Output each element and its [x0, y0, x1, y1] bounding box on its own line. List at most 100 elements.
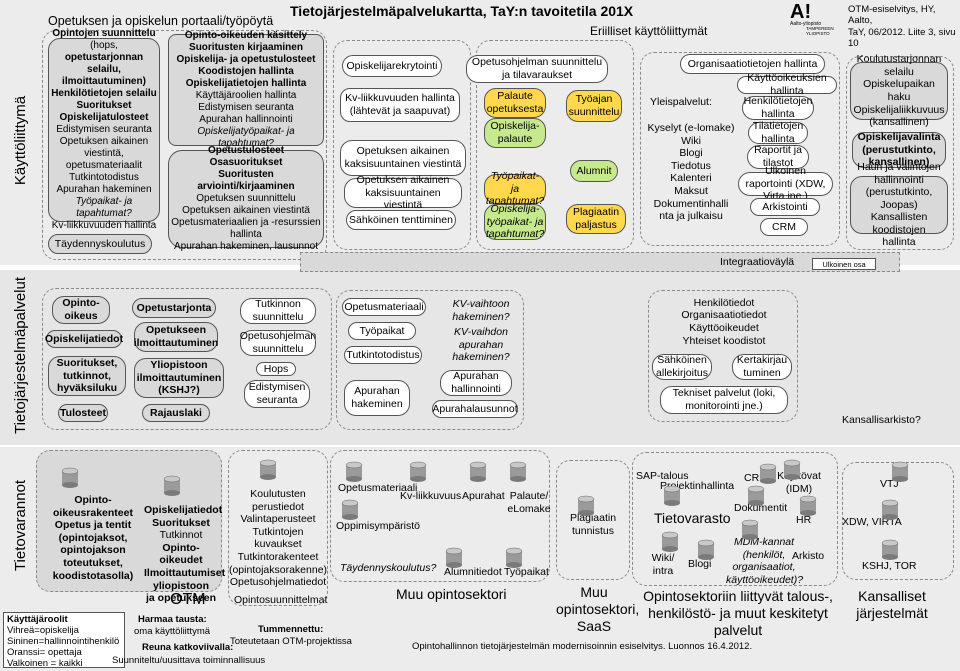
kv-hallinta-box: Kv-liikkuvuuden hallinta (lähtevät ja sa… — [340, 88, 460, 122]
band-label-ui: Käyttöliittymä — [12, 95, 30, 185]
teacher-line-0: Opetustulosteet — [207, 145, 285, 156]
admin-line-3: Koodistojen hallinta — [198, 66, 294, 77]
sahkoinen-allekirjoitus-box: Sähköinen allekirjoitus — [652, 354, 712, 380]
wiki-res: Wiki/ intra — [651, 552, 675, 577]
kansallisarkisto-text: Kansallisarkisto? — [842, 414, 921, 426]
tekniset-box: Tekniset palvelut (loki, monitorointi jn… — [660, 386, 788, 414]
opetusohjelman-box: Opetusohjelman suunnittelu ja tilavarauk… — [466, 55, 608, 83]
student-portal-line-13: Apurahan hakeminen — [56, 184, 152, 195]
legend-reuna-desc: Suunniteltu/uusittava toiminnallisuus — [112, 655, 266, 666]
aalto-logo-mark: A! — [790, 1, 812, 23]
otm-list1-line-5: koodistotasolla) — [52, 569, 134, 582]
taydennyskoulutus-res: Täydennyskoulutus? — [340, 562, 437, 574]
student-portal-line-7: Opiskelijatulosteet — [59, 112, 149, 123]
tyopaikat-svc-box: Työpaikat — [348, 322, 416, 340]
student-portal-line-3: selailu, — [87, 64, 121, 75]
tilatietojen-box: Tilatietojen hallinta — [748, 120, 808, 145]
footer-text: Opintohallinnon tietojärjestelmän modern… — [412, 641, 753, 652]
haun-line-2: (perustutkinto, Joopas) — [865, 186, 933, 211]
alumnit-box: Alumnit — [570, 160, 618, 182]
teacher-line-5: Opetusmateriaalien ja -resurssien — [171, 217, 321, 228]
kayttovat-res: Käyttövat (IDM) — [777, 470, 821, 495]
sahkoinen-tentti-box: Sähköinen tenttiminen — [346, 210, 456, 230]
legend-tummennettu-desc: Toteutetaan OTM-projektissa — [230, 636, 352, 647]
subtitle: Eriilliset käyttöliittymät — [590, 24, 708, 38]
kertakirjautuminen-box: Kertakirjau tuminen — [732, 354, 792, 380]
opsu-line-4: (opintojaksorakenne) — [228, 563, 328, 576]
rajauslaki-box: Rajauslaki — [142, 404, 210, 422]
haun-line-4: hallinta — [882, 236, 916, 249]
tyopaikat-ui-box: Työpaikat- ja tapahtumat? — [484, 170, 546, 208]
otm-list1-line-3: opintojakson — [60, 544, 126, 557]
student-portal-line-11: opetusmateriaalit — [65, 160, 143, 171]
legend-role-line-3: Valkoinen = kaikki — [7, 658, 83, 669]
student-portal-line-14: Työpaikat- ja tapahtumat? — [75, 196, 133, 219]
legend-harmaa-desc: oma käyttöliittymä — [134, 626, 211, 637]
teacher-line-1: Osasuoritukset — [209, 157, 283, 168]
legend-roles-title: Käyttäjäroolit — [7, 614, 68, 625]
plagiaatin-box: Plagiaatin paljastus — [566, 204, 626, 234]
kansalliset-label: Kansalliset järjestelmät — [856, 588, 928, 621]
kaksisuuntainen-box: Opetuksen aikainen kaksisuuntainen viest… — [344, 174, 462, 211]
yleispalvelu-item-2: Blogi — [679, 147, 703, 160]
haun-line-1: hallinnointi — [874, 173, 924, 186]
raportit-box: Raportit ja tilastot — [747, 144, 809, 169]
opiskelijavalinta-box: Opiskelijavalinta (perustutkinto, kansal… — [852, 131, 946, 168]
teacher-line-3: Opetuksen suunnittelu — [196, 193, 296, 204]
teacher-line-4: Opetuksen aikainen viestintä — [182, 205, 310, 216]
koulutus-line-3: Opiskelijaliikkuvuus — [853, 103, 945, 116]
opetusmateriaali-res: Opetusmateriaali — [338, 482, 418, 494]
kv-vaihtoon-text: KV-vaihtoon hakeminen? — [452, 298, 510, 323]
apurahan-hallinnointi-box: Apurahan hallinnointi — [440, 370, 512, 396]
oppimisymparisto-res: Oppimisympäristö — [336, 520, 421, 532]
teacher-line-6: hallinta — [230, 229, 262, 240]
ui-group-2 — [333, 40, 471, 250]
admin-line-0: Opinto-oikeuden käsittely — [184, 30, 308, 41]
opetuksen-viestinta-box: Opetuksen aikainen kaksisuuntainen viest… — [340, 140, 466, 176]
opsu-line-0: Koulutusten perustiedot — [250, 488, 306, 513]
student-portal-line-0: Opintojen suunnittelu — [52, 28, 156, 39]
yleispalvelut-label: Yleispalvelut: — [650, 96, 712, 108]
haun-line-3: Kansallisten koodistojen — [870, 211, 928, 236]
opsu-line-3: Tutkintorakenteet — [237, 550, 319, 563]
tutkinnon-box: Tutkinnon suunnittelu — [240, 298, 316, 324]
apurahan-hakeminen-box: Apurahan hakeminen — [344, 380, 410, 416]
blogi-res: Blogi — [688, 558, 712, 570]
tay-logo: TAMPEREEN YLIOPISTO — [806, 26, 834, 36]
otm-list2-line-5: yliopistoon — [153, 579, 209, 592]
otm-services-group — [42, 288, 332, 430]
mdm-res: MDM-kannat (henkilöt, organisaatiot, käy… — [726, 536, 804, 586]
legend-reuna: Reuna katkoviivalla: — [142, 642, 234, 653]
admin-line-9: tapahtumat? — [218, 138, 274, 149]
plagiaatin-res: Plagiaatin tunnistus — [569, 512, 617, 537]
otm-label: OTM — [170, 591, 206, 608]
yleispalvelu-item-3: Tiedotus — [671, 159, 711, 172]
opiskelijatiedot-box: Opiskelijatiedot — [45, 330, 123, 348]
xdw-res: XDW, VIRTA — [842, 516, 902, 528]
opintosuunnittelu-group — [228, 450, 328, 606]
student-portal-line-10: viestintä, — [84, 148, 124, 159]
admin-line-7: Apurahan hallinnointi — [199, 114, 293, 125]
student-portal-box: Opintojen suunnittelu(hops, opetustarjon… — [48, 28, 160, 231]
kv-vaihdon-text: KV-vaihdon apurahan hakeminen? — [452, 326, 510, 364]
admin-line-1: Suoritusten kirjaaminen — [189, 42, 303, 53]
kv-liikkuvuus-res: Kv-liikkuvuus — [400, 490, 462, 502]
kansallinen-group — [846, 56, 954, 250]
otm-list2-line-1: Suoritukset — [152, 516, 210, 529]
student-portal-line-6: Suoritukset — [76, 100, 132, 111]
student-portal-line-4: ilmoittautuminen) — [62, 76, 146, 87]
admin-line-5: Käyttäjäroolien hallinta — [195, 90, 297, 101]
opintosuunnittelu-label: Opintosuunnittelmat — [234, 594, 328, 606]
legend-role-line-2: Oranssi= opettaja — [7, 647, 82, 658]
kayttooikeuksien-box: Käyttöoikeuksien hallinta — [737, 72, 837, 97]
haun-line-0: Haun ja valintojen — [857, 160, 941, 173]
teacher-line-7: Apurahan hakeminen, lausunnot — [174, 241, 318, 252]
otm-list1-line-0: Opinto-oikeusrakenteet — [53, 494, 133, 519]
legend-tummennettu: Tummennettu: — [258, 624, 324, 635]
admin-line-8: Opiskelijatyöpaikat- ja — [197, 126, 295, 137]
otm-list1-line-4: toteutukset, — [63, 556, 123, 569]
keskitetyt-group — [632, 452, 838, 586]
meta-info: OTM-esiselvitys, HY, Aalto, TaY, 06/2012… — [848, 4, 960, 50]
